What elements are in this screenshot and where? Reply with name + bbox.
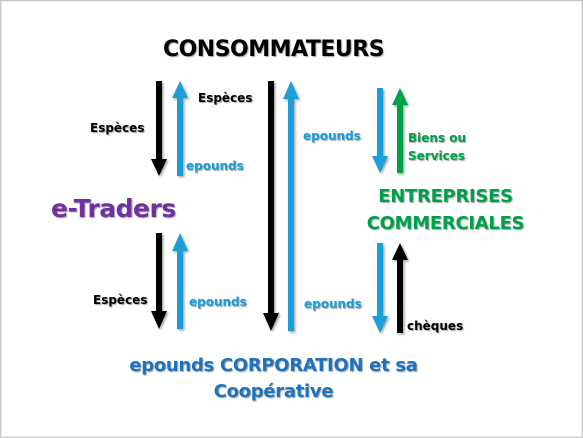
arrow-epounds-down-bottom-right bbox=[372, 243, 388, 333]
arrow-especes-down-bottom-left bbox=[151, 233, 167, 329]
especes-label-top-right: Espèces bbox=[198, 91, 253, 105]
entreprises-line2: COMMERCIALES bbox=[366, 213, 525, 234]
epounds-label-bottom-left: epounds bbox=[189, 295, 247, 309]
arrow-especes-down-middle bbox=[263, 81, 279, 331]
entreprises-line1: ENTREPRISES bbox=[378, 186, 513, 207]
bottom-title-line2: Coopérative bbox=[213, 381, 334, 402]
epounds-label-top-left: epounds bbox=[186, 159, 244, 173]
bottom-title-line1: epounds CORPORATION et sa bbox=[129, 355, 418, 376]
arrow-epounds-down-top-right bbox=[372, 88, 388, 173]
arrow-epounds-up-bottom-left bbox=[172, 233, 188, 329]
epounds-label-top-middle: epounds bbox=[303, 129, 361, 143]
especes-label-bottom-left: Espèces bbox=[93, 293, 148, 307]
arrow-epounds-up-middle bbox=[283, 81, 299, 331]
arrow-cheques-up-bottom-right bbox=[392, 243, 408, 333]
consommateurs-title: CONSOMMATEURS bbox=[162, 37, 385, 62]
biens-label-line2: Services bbox=[408, 149, 466, 163]
arrow-biens-up-top-right bbox=[392, 88, 408, 173]
etraders-title: e-Traders bbox=[51, 194, 176, 223]
epounds-label-bottom-middle: epounds bbox=[304, 297, 362, 311]
biens-label-line1: Biens ou bbox=[408, 131, 467, 145]
epounds-corporation-title: epounds CORPORATION et sa Coopérative bbox=[101, 353, 446, 405]
arrow-epounds-up-top-left bbox=[172, 81, 188, 176]
arrow-especes-down-top-left bbox=[151, 81, 167, 176]
especes-label-top-left: Espèces bbox=[90, 121, 145, 135]
entreprises-title: ENTREPRISES COMMERCIALES bbox=[353, 183, 538, 237]
biens-services-label: Biens ou Services bbox=[408, 129, 466, 165]
cheques-label: chèques bbox=[407, 319, 464, 333]
